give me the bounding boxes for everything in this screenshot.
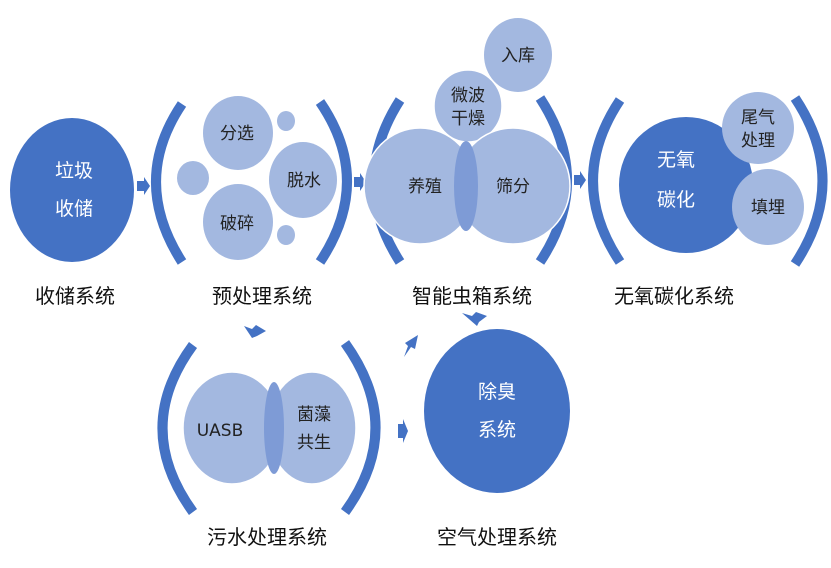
preprocess-system: 分选 脱水 破碎 预处理系统 [151, 96, 352, 308]
store-text: 入库 [501, 46, 535, 66]
sewage-label: 污水处理系统 [207, 525, 327, 549]
exhaust-text-2: 处理 [741, 131, 775, 151]
storage-system: 垃圾 收储 收储系统 [10, 118, 134, 308]
exhaust-text-1: 尾气 [741, 108, 775, 128]
carbon-system: 无氧 碳化 尾气 处理 填埋 无氧碳化系统 [588, 92, 828, 308]
landfill-text: 填埋 [751, 198, 785, 218]
insect-system: 入库 微波 干燥 养殖 筛分 智能虫箱系统 [363, 18, 572, 308]
screening-text: 筛分 [496, 177, 530, 197]
crushing-circle [203, 184, 273, 260]
dry-text-2: 干燥 [451, 109, 485, 129]
carbon-text-1: 无氧 [657, 149, 695, 171]
sewage-system: UASB 菌藻 共生 污水处理系统 [157, 340, 381, 549]
store-circle [484, 18, 552, 92]
dewater-circle [269, 142, 337, 218]
deodor-text-1: 除臭 [478, 381, 516, 403]
sorting-text: 分选 [220, 124, 254, 144]
arrow-icon [354, 173, 366, 191]
algae-text-1: 菌藻 [297, 405, 331, 425]
left-bracket [151, 101, 187, 265]
dewater-text: 脱水 [287, 171, 321, 191]
air-system: 除臭 系统 空气处理系统 [424, 329, 570, 549]
small-circle [177, 161, 209, 195]
arrow-icon [462, 312, 487, 326]
left-bracket [157, 342, 198, 515]
arrow-icon [137, 177, 150, 195]
overlap [454, 141, 478, 231]
left-bracket [588, 97, 625, 265]
landfill-circle [732, 169, 804, 245]
carbon-label: 无氧碳化系统 [614, 284, 734, 308]
dry-text-1: 微波 [451, 86, 485, 106]
carbon-text-2: 碳化 [657, 189, 695, 211]
carbon-circle [619, 117, 753, 253]
overlap [264, 382, 284, 474]
insect-label: 智能虫箱系统 [412, 284, 532, 308]
arrow-icon [244, 325, 266, 338]
uasb-text: UASB [197, 421, 244, 441]
storage-text-2: 收储 [55, 198, 93, 220]
crushing-text: 破碎 [220, 214, 254, 234]
deodor-circle [424, 329, 570, 493]
storage-circle [10, 118, 134, 262]
right-bracket [790, 95, 828, 267]
preprocess-label: 预处理系统 [212, 284, 312, 308]
deodor-text-2: 系统 [478, 419, 516, 441]
sorting-circle [203, 96, 273, 170]
breeding-text: 养殖 [408, 177, 442, 197]
right-bracket [315, 99, 352, 265]
arrow-icon [404, 335, 418, 357]
algae-text-2: 共生 [297, 433, 331, 453]
air-label: 空气处理系统 [437, 525, 557, 549]
storage-text-1: 垃圾 [55, 160, 93, 182]
storage-label: 收储系统 [35, 284, 115, 308]
exhaust-circle [722, 92, 794, 164]
small-circle [277, 225, 295, 245]
arrow-icon [398, 419, 408, 443]
small-circle [277, 111, 295, 131]
right-bracket [340, 340, 381, 515]
arrow-icon [574, 171, 586, 189]
